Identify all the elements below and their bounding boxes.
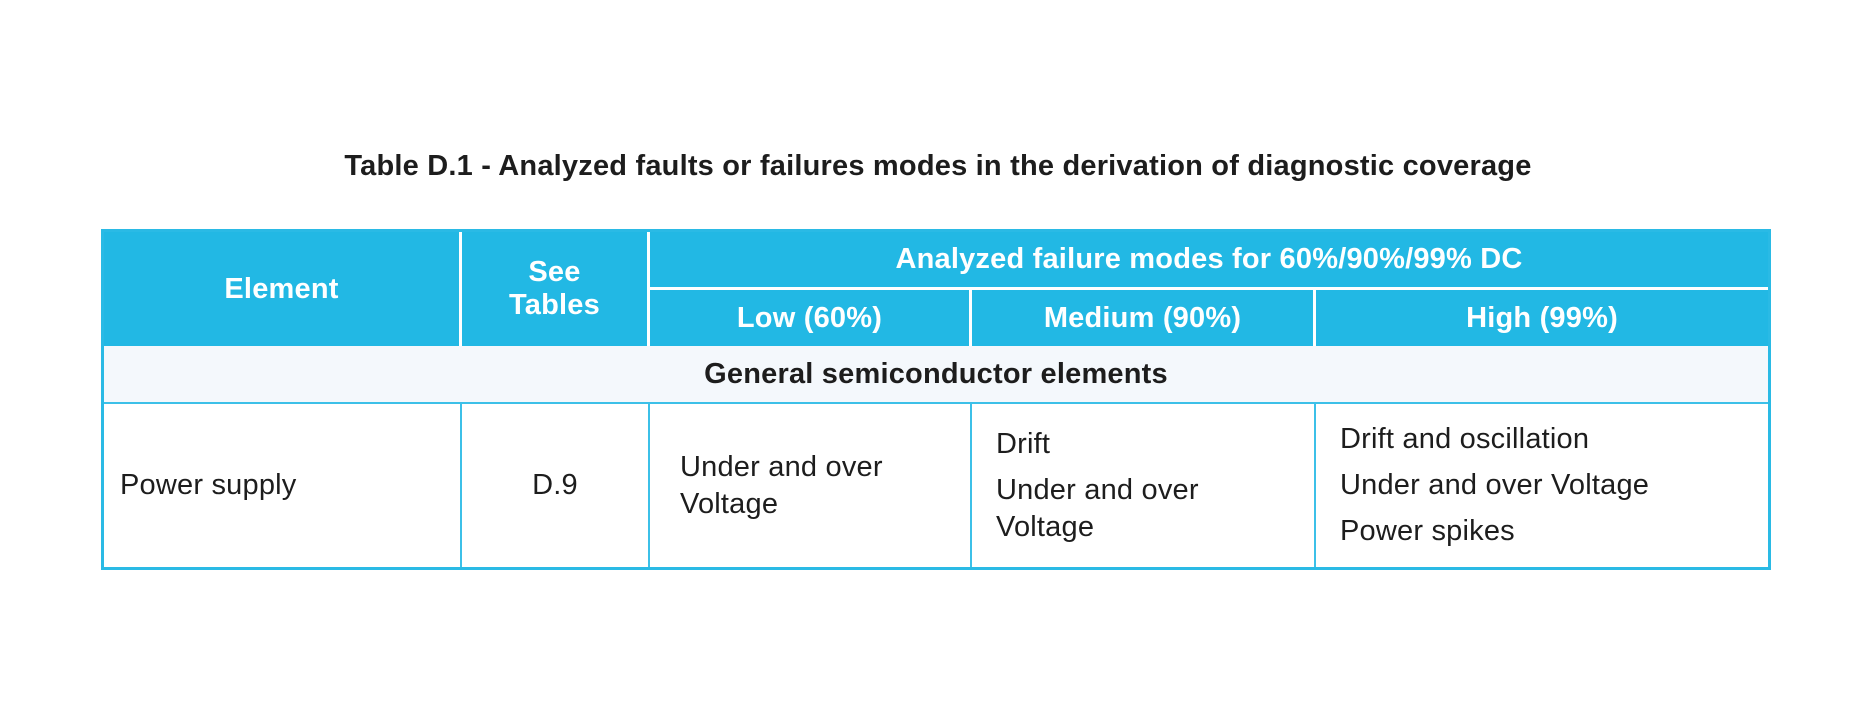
header-row-sub: Low (60%) Medium (90%) High (99%) [104, 287, 1768, 346]
cell-element: Power supply [104, 404, 462, 567]
failure-mode-item: Power spikes [1340, 515, 1515, 547]
col-header-see-tables: See Tables [462, 232, 650, 346]
header-row-top: Element See Tables Analyzed failure mode… [104, 232, 1768, 346]
col-header-low: Low (60%) [650, 287, 972, 346]
table-caption: Table D.1 - Analyzed faults or failures … [344, 150, 1532, 182]
col-header-high: High (99%) [1316, 287, 1768, 346]
failure-mode-item: Drift [996, 427, 1051, 460]
cell-high-failure-modes: Drift and oscillation Under and over Vol… [1316, 404, 1768, 567]
cell-see-tables: D.9 [462, 404, 650, 567]
failure-modes-table: Element See Tables Analyzed failure mode… [104, 232, 1768, 567]
failure-mode-item: Under and over Voltage [1340, 469, 1650, 501]
col-header-medium: Medium (90%) [972, 287, 1316, 346]
failure-mode-item: Under and over Voltage [996, 473, 1199, 543]
failure-mode-item: Under and over Voltage [680, 450, 883, 520]
cell-low-failure-modes: Under and over Voltage [650, 404, 972, 567]
cell-medium-failure-modes: Drift Under and over Voltage [972, 404, 1316, 567]
col-header-element: Element [104, 232, 462, 346]
section-row: General semiconductor elements [104, 346, 1768, 404]
table-d1: Element See Tables Analyzed failure mode… [101, 229, 1771, 570]
section-label-general-semiconductor: General semiconductor elements [104, 346, 1768, 404]
col-header-analyzed-failure-modes: Analyzed failure modes for 60%/90%/99% D… [650, 232, 1768, 287]
table-row: Power supply D.9 Under and over Voltage … [104, 404, 1768, 567]
failure-mode-item: Drift and oscillation [1340, 423, 1590, 455]
